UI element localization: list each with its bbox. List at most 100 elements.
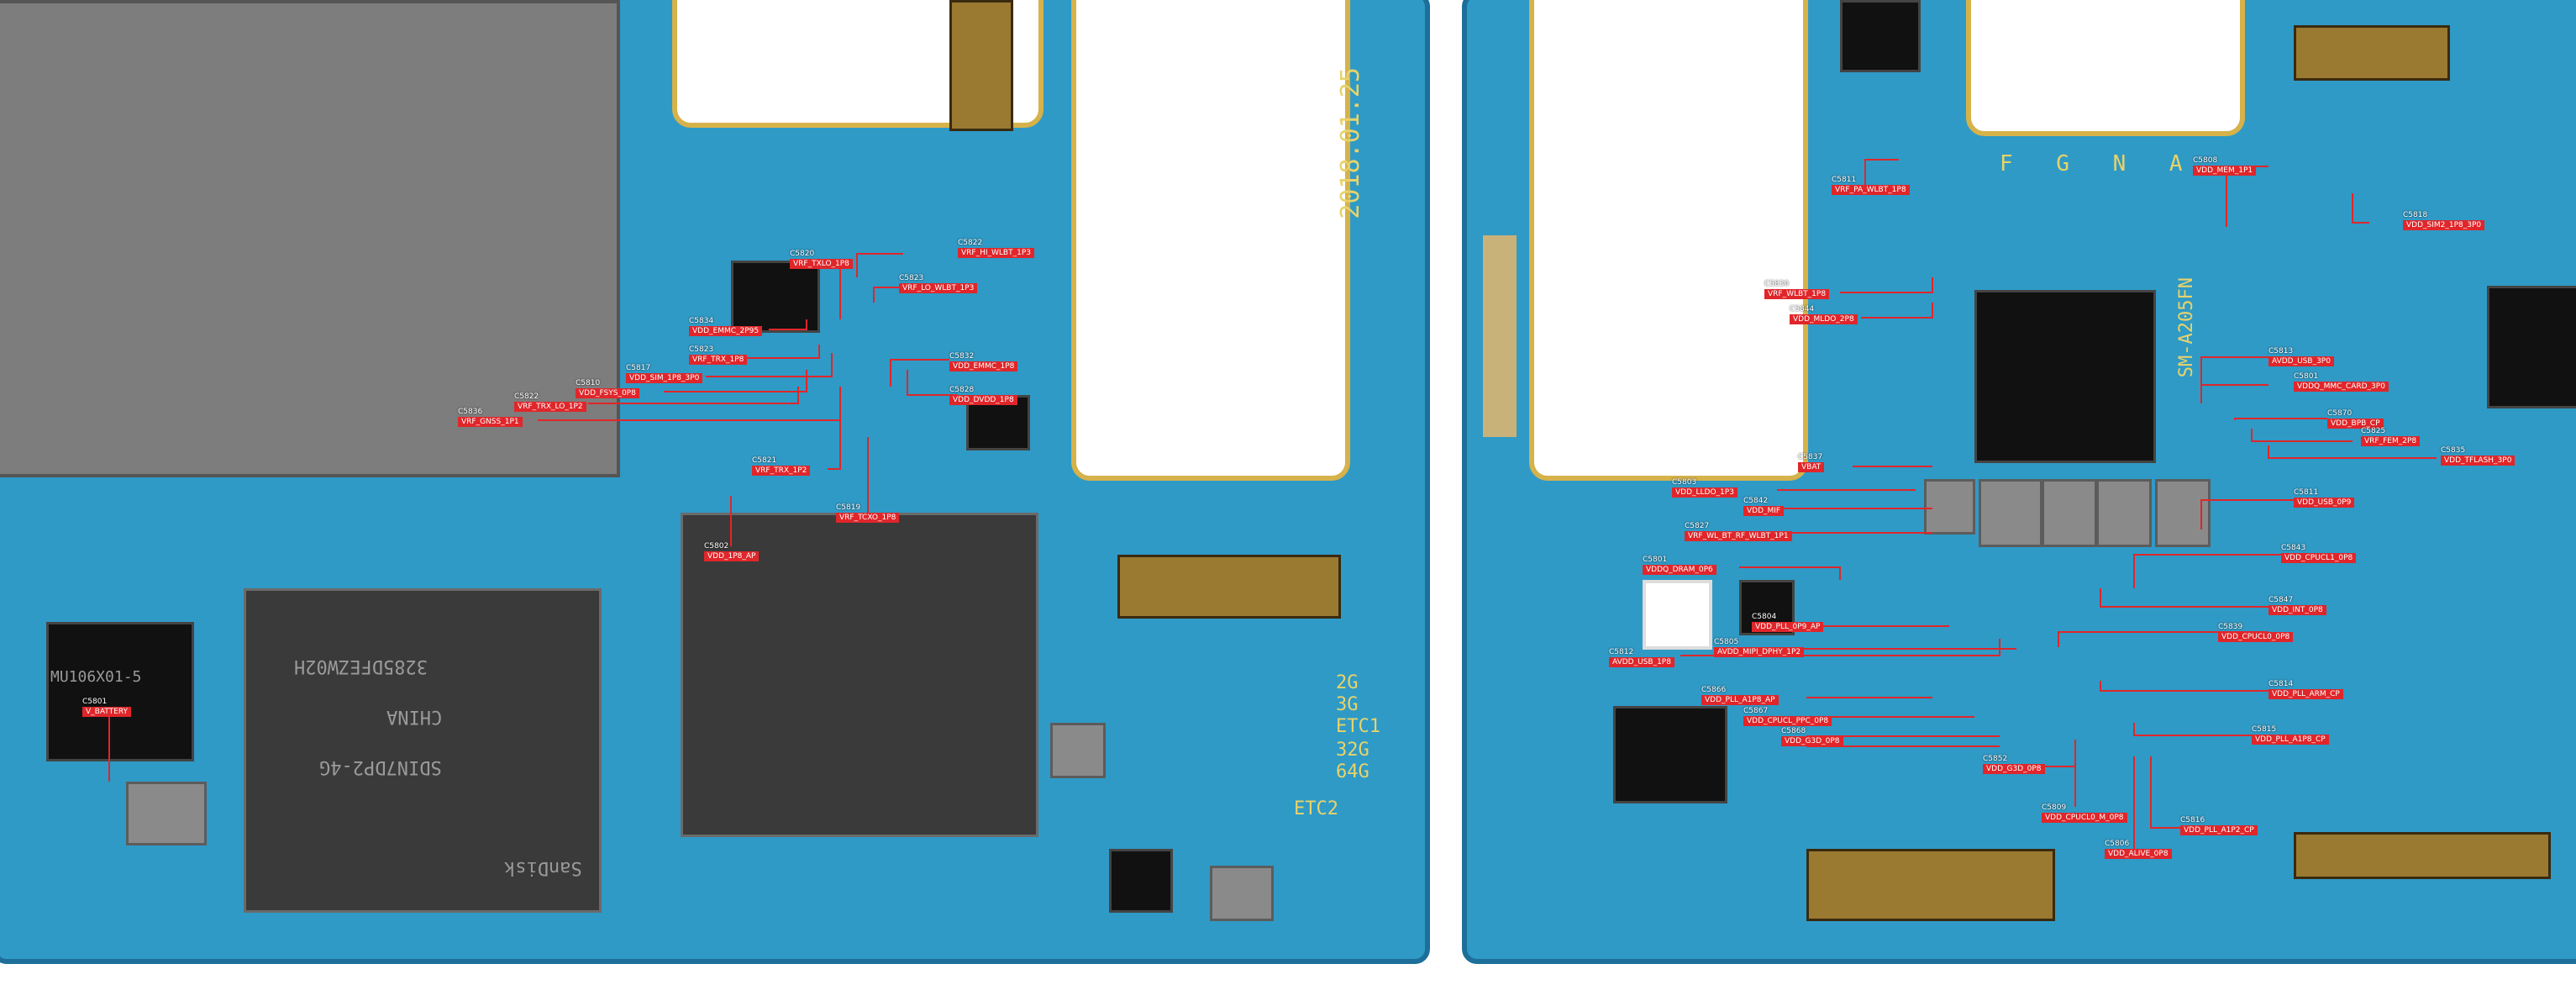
- power-inductor-4: [2096, 479, 2152, 547]
- wire: [2200, 356, 2268, 395]
- wire: [706, 353, 833, 377]
- code-64g: 64G: [1336, 761, 1369, 782]
- pmic-chip-left: [46, 622, 194, 761]
- power-inductor-3: [2042, 479, 2097, 547]
- pmic-marking: MU106X01-5: [50, 668, 142, 686]
- wire: [2352, 193, 2369, 224]
- gold-contact-pads: [1483, 235, 1517, 437]
- left-board-cutout: [1071, 0, 1350, 481]
- right-bottom-connector: [1806, 849, 2055, 921]
- soc-chip: [1974, 290, 2156, 463]
- wire: [873, 287, 899, 303]
- inductor-left-2: [1050, 723, 1106, 778]
- wire: [1861, 303, 1933, 319]
- wire: [1840, 277, 1933, 293]
- flash-led: [1643, 580, 1712, 650]
- wire: [2133, 554, 2327, 588]
- wire: [588, 387, 799, 404]
- wire: [890, 359, 949, 387]
- wire: [2133, 723, 2268, 736]
- power-inductor-2: [1979, 479, 2042, 547]
- power-inductor-1: [1924, 479, 1975, 535]
- wire: [2268, 445, 2437, 459]
- wire: [1864, 159, 1899, 189]
- wire: [839, 262, 849, 319]
- emmc-chip: [681, 513, 1038, 837]
- wire: [2200, 499, 2327, 529]
- right-bottom-connector-2: [2294, 832, 2551, 879]
- code-32g: 32G: [1336, 740, 1369, 761]
- code-3g: 3G: [1336, 694, 1359, 715]
- bottom-right-chip-left: [1109, 849, 1173, 913]
- wire: [2042, 740, 2076, 767]
- inductor-left-1: [126, 782, 207, 845]
- wire: [2150, 756, 2184, 829]
- power-inductor-5: [2155, 479, 2211, 547]
- wire-group-left: [108, 253, 958, 782]
- left-mid-connector: [1117, 555, 1341, 619]
- pmic-chip-right: [1613, 706, 1727, 803]
- wire: [2100, 588, 2319, 608]
- wire: [828, 403, 841, 470]
- rf-transceiver-chip: [731, 261, 820, 333]
- wire: [2058, 631, 2268, 647]
- sim-card-tray: [0, 0, 620, 477]
- right-top-chip: [1840, 0, 1921, 72]
- right-board-cutout-top: [1966, 0, 2245, 136]
- wire: [744, 345, 820, 359]
- right-board-cutout-left: [1529, 0, 1808, 481]
- right-edge-chip: [2487, 286, 2576, 408]
- code-etc2: ETC2: [1294, 798, 1338, 819]
- code-etc1: ETC1: [1336, 716, 1380, 737]
- wire: [2234, 418, 2327, 420]
- wire: [664, 370, 807, 392]
- wire: [907, 370, 958, 396]
- wire-group-right: [1680, 159, 2437, 849]
- wire: [856, 253, 903, 277]
- left-top-connector: [949, 0, 1013, 131]
- inductor-left-3: [1210, 866, 1274, 921]
- wire: [1739, 566, 1841, 580]
- wire: [2100, 681, 2268, 692]
